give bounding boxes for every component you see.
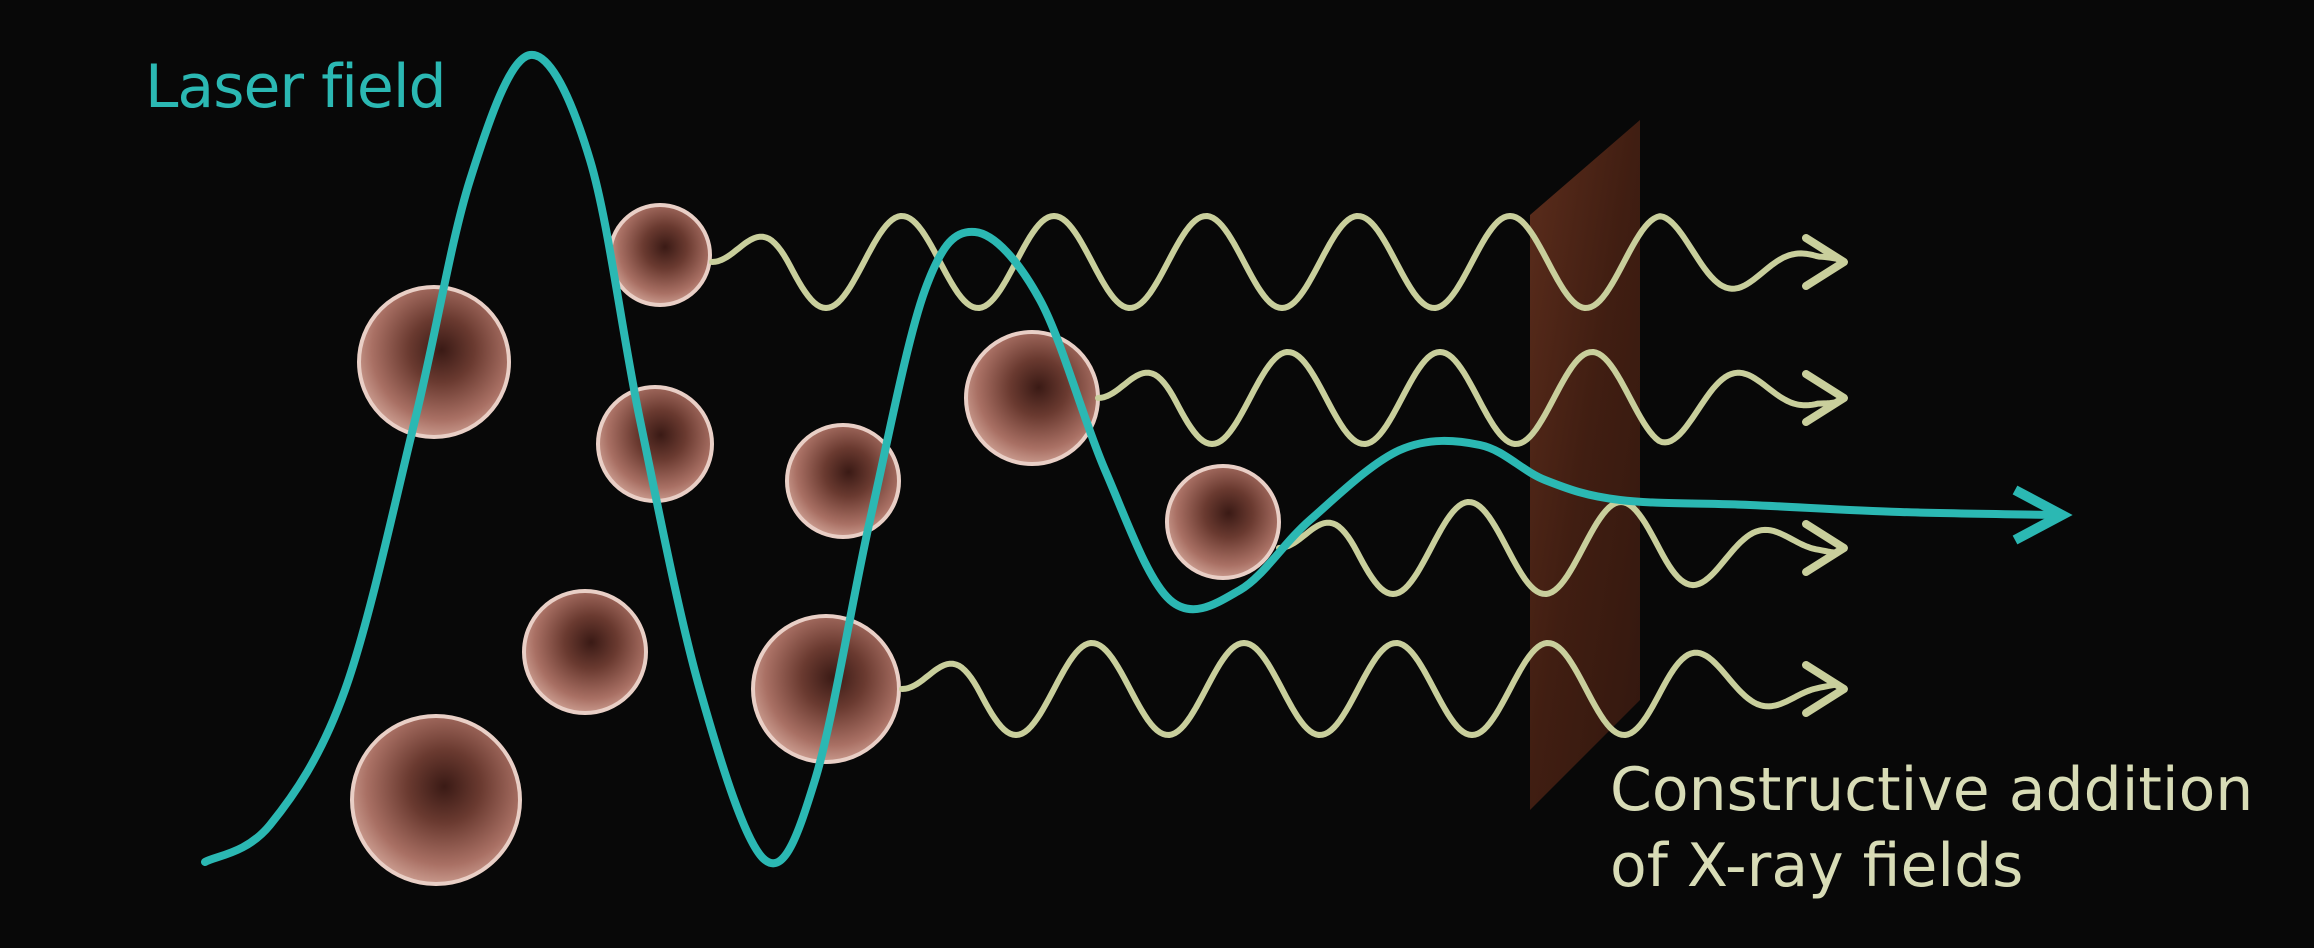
laser-field-wave bbox=[201, 50, 2059, 868]
caption-line-1: Constructive addition bbox=[1610, 755, 2254, 825]
xray-arrowhead bbox=[1802, 370, 1848, 426]
xray-wave bbox=[1095, 349, 1839, 447]
laser-arrowhead bbox=[2012, 485, 2073, 545]
laser-field-label: Laser field bbox=[145, 52, 447, 122]
caption-line-2: of X-ray fields bbox=[1610, 831, 2024, 901]
xray-wave bbox=[1276, 499, 1840, 597]
caption: Constructive addition of X-ray fields bbox=[1610, 752, 2253, 904]
atom bbox=[1165, 464, 1281, 580]
atom bbox=[608, 203, 712, 307]
detector-plate bbox=[1530, 120, 1640, 810]
xray-arrowhead bbox=[1802, 520, 1848, 576]
xray-wave bbox=[899, 640, 1841, 738]
atom bbox=[350, 714, 522, 886]
xray-wave bbox=[709, 213, 1840, 311]
xray-arrowhead bbox=[1802, 661, 1848, 717]
atom bbox=[357, 285, 511, 439]
atom bbox=[522, 589, 648, 715]
xray-waves bbox=[709, 213, 1848, 738]
atoms bbox=[350, 203, 1281, 886]
xray-arrowhead bbox=[1802, 234, 1848, 290]
